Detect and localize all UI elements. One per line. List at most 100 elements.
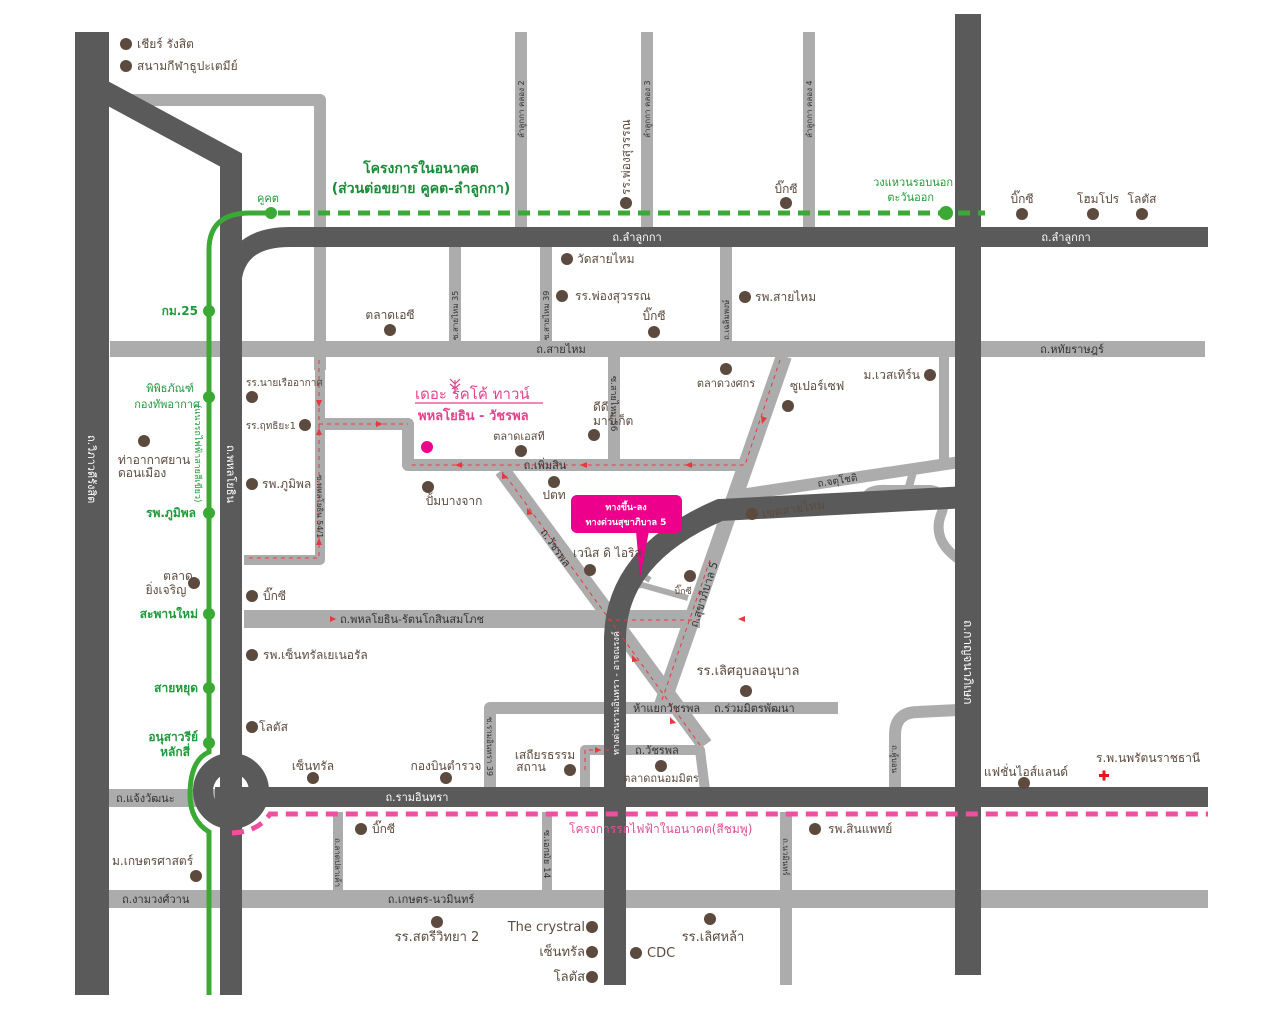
label-soi-ram-intra39: ซ.รามอินทรา 39: [485, 717, 494, 776]
red-arrow-icon: [330, 616, 336, 622]
brown-dot-icon: [355, 823, 367, 835]
roundabout-lak-si: [193, 753, 269, 829]
callout-line2: ทางด่วนสุขาภิบาล 5: [586, 517, 667, 528]
brown-dot-icon: [299, 419, 311, 431]
brown-dot-icon: [422, 481, 434, 493]
red-arrow-icon: [580, 462, 587, 468]
label-ram-intra: ถ.รามอินทรา: [386, 791, 449, 804]
brown-dot-icon: [561, 253, 573, 265]
poi-label-bigc-east: บิ๊กซี: [1010, 190, 1033, 206]
brown-dot-icon: [586, 921, 598, 933]
poi-label-rr-satri: รร.สตรีวิทยา 2: [395, 929, 480, 945]
station-khu-khot: คูคต: [257, 192, 279, 205]
label-nawamin: ถ.นวมินทร์: [781, 838, 791, 876]
road-lam-luk-ka: [221, 227, 1208, 300]
route-arrowheads: [316, 400, 767, 753]
station-saphan-mai: สะพานใหม่: [140, 606, 198, 621]
future-green-title: โครงการในอนาคต: [362, 159, 479, 177]
brown-dot-icon: [246, 478, 258, 490]
brown-dot-icon: [746, 508, 758, 520]
label-lam-luk-ka-1: ถ.ลำลูกกา: [612, 231, 661, 244]
brown-dot-icon: [188, 577, 200, 589]
station-dot-khu-khot: [265, 207, 277, 219]
brown-dot-icon: [515, 445, 527, 457]
label-watcharaphon-junction: ห้าแยกวัชรพล: [633, 702, 700, 715]
brown-dot-icon: [809, 823, 821, 835]
label-phoem-sin: ถ.เพิ่มสิน: [524, 457, 567, 472]
station-dot-af-museum: [203, 391, 215, 403]
poi-label-supersave: ซูเปอร์เซฟ: [790, 379, 844, 394]
poi-label-central-south: เซ็นทรัล: [539, 942, 585, 960]
label-kanchanaphisek: ถ.กาญจนาภิเษก: [961, 620, 975, 704]
label-soi-saimai39: ซ.สายไหม 39: [542, 291, 551, 340]
brown-dot-icon: [1087, 208, 1099, 220]
brown-dot-icon: [431, 916, 443, 928]
poi-label-rp-bhumibol: รพ.ภูมิพล: [262, 477, 311, 492]
poi-label-kasetsart: ม.เกษตรศาสตร์: [112, 854, 194, 868]
pink-line-track: [231, 811, 1208, 836]
poi-label-bigc-saimai: บิ๊กซี: [642, 307, 665, 323]
brown-dot-icon: [246, 590, 258, 602]
poi-label-rr-nairuea: รร.นายเรืออากาศ: [246, 377, 323, 389]
project-marker: เดอะ ริคโค้ ทาวน์ พหลโยธิน - วัชรพล: [415, 378, 543, 453]
road-watcharaphon-lower: [580, 745, 710, 795]
poi-label-talad-oc: ตลาดเอซี: [365, 308, 414, 322]
pink-dot-icon[interactable]: [421, 441, 433, 453]
label-khlong2: ลำลูกกา คลอง 2: [517, 80, 527, 138]
brown-dot-icon: [564, 764, 576, 776]
poi-label-sathian-2: สถาน: [516, 760, 546, 774]
brown-dot-icon: [584, 564, 596, 576]
label-soi-phahon54: ซ.พหลโยธิน 54/1: [315, 475, 325, 538]
label-khlong4: ลำลูกกา คลอง 4: [805, 80, 815, 138]
poi-label-talad-st: ตลาดเอสที: [493, 430, 545, 443]
brown-dot-icon: [720, 363, 732, 375]
green-line: [187, 206, 985, 995]
label-ngam-wong-wan: ถ.งามวงศ์วาน: [122, 893, 190, 906]
brown-dot-icon: [684, 570, 696, 582]
poi-label-homepro: โฮมโปร: [1077, 192, 1120, 206]
poi-label-venice: เวนิส ดิ ไอริส: [573, 546, 642, 560]
red-arrow-icon: [595, 747, 601, 753]
brown-dot-icon: [924, 369, 936, 381]
brown-dot-icon: [630, 947, 642, 959]
brown-dot-icon: [648, 326, 660, 338]
brown-dot-icon: [384, 324, 396, 336]
label-phahon-rattanakosin: ถ.พหลโยธิน-รัตนโกสินสมโภช: [340, 612, 484, 626]
green-line-caption: (แนวรถไฟฟ้าสายสีเขียว): [192, 405, 203, 503]
pink-line: [231, 811, 1208, 836]
poi-label-lotus-east: โลตัส: [1128, 192, 1158, 206]
poi-label-rp-sinphaet: รพ.สินแพทย์: [828, 822, 892, 836]
brown-dot-icon: [246, 649, 258, 661]
station-dot-outer-ring: [939, 206, 953, 220]
red-arrow-icon: [376, 421, 383, 427]
label-watcharaphon-2: ถ.วัชรพล: [635, 744, 679, 757]
brown-dot-icon: [120, 60, 132, 72]
poi-label-talad-thanon: ตลาดถนอมมิตร: [623, 772, 699, 785]
brown-dot-icon: [120, 38, 132, 50]
expressway-ramp-callout: ทางขึ้น-ลง ทางด่วนสุขาภิบาล 5: [571, 495, 682, 578]
road-khu-bon: [889, 704, 959, 790]
leaf-logo-icon: [449, 378, 461, 394]
poi-label-dd-market-2: มาร์เก็ต: [593, 413, 633, 428]
poi-label-crystal: The crystral: [507, 920, 585, 935]
road-chatuchot: [739, 456, 961, 501]
poi-label-talad-yingcharoen-2: ยิ่งเจริญ: [146, 581, 187, 597]
station-dot-km25: [203, 305, 215, 317]
road-labels: ถ.วิภาวดีรังสิต ถ.พหลโยธิน ถ.ลำลูกกา ถ.ล…: [85, 80, 1104, 906]
label-soi-saimai35: ซ.สายไหม 35: [451, 291, 460, 340]
brown-dot-icon: [190, 870, 202, 882]
station-lak-si-1: อนุสาวรีย์: [148, 730, 198, 745]
brown-dot-icon: [704, 913, 716, 925]
brown-dot-icon: [620, 197, 632, 209]
brown-dot-icon: [655, 760, 667, 772]
road-ruam-mit: [484, 702, 838, 795]
poi-label-m-western: ม.เวสเทิร์น: [863, 368, 920, 382]
poi-label-pump: ปั้มบางจาก: [426, 492, 483, 508]
brown-dot-icon: [1136, 208, 1148, 220]
road-phahonyothin: [86, 75, 242, 995]
station-sai-yud: สายหยุด: [154, 681, 198, 696]
label-chaeng-watthana: ถ.แจ้งวัฒนะ: [116, 792, 175, 805]
red-arrow-icon: [316, 428, 322, 435]
poi-label-rr-lertla: รร.เลิศหล้า: [682, 930, 745, 945]
